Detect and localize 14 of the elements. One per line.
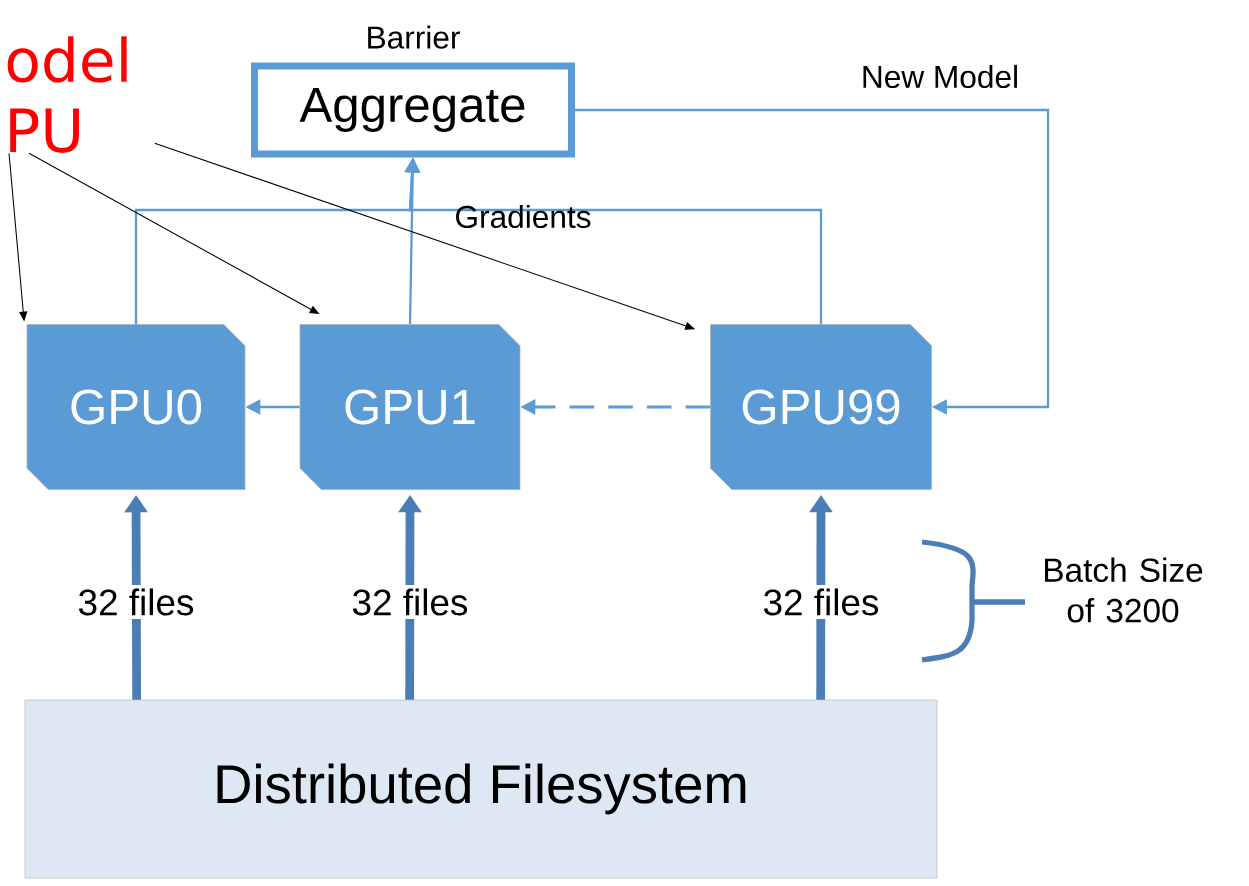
gpu-box: GPU0 <box>26 324 246 490</box>
edge-label: New Model <box>863 64 1017 89</box>
edge-label: Gradients <box>456 204 591 229</box>
edge-label: 32 files <box>759 584 883 620</box>
gpu-box: GPU99 <box>710 324 932 490</box>
aggregate-box: Aggregate <box>251 62 576 158</box>
arrow <box>575 108 1050 415</box>
edge-label: 32 files <box>74 584 198 620</box>
gpu-box: GPU1 <box>299 324 521 490</box>
filesystem-box: Distributed Filesystem <box>24 699 938 879</box>
edge-label: 32 files <box>348 584 472 620</box>
annotation-text: odel PU <box>7 36 127 153</box>
bracket-label: Batch Size of 3200 <box>1045 557 1203 623</box>
caption-text: Barrier <box>368 25 460 49</box>
